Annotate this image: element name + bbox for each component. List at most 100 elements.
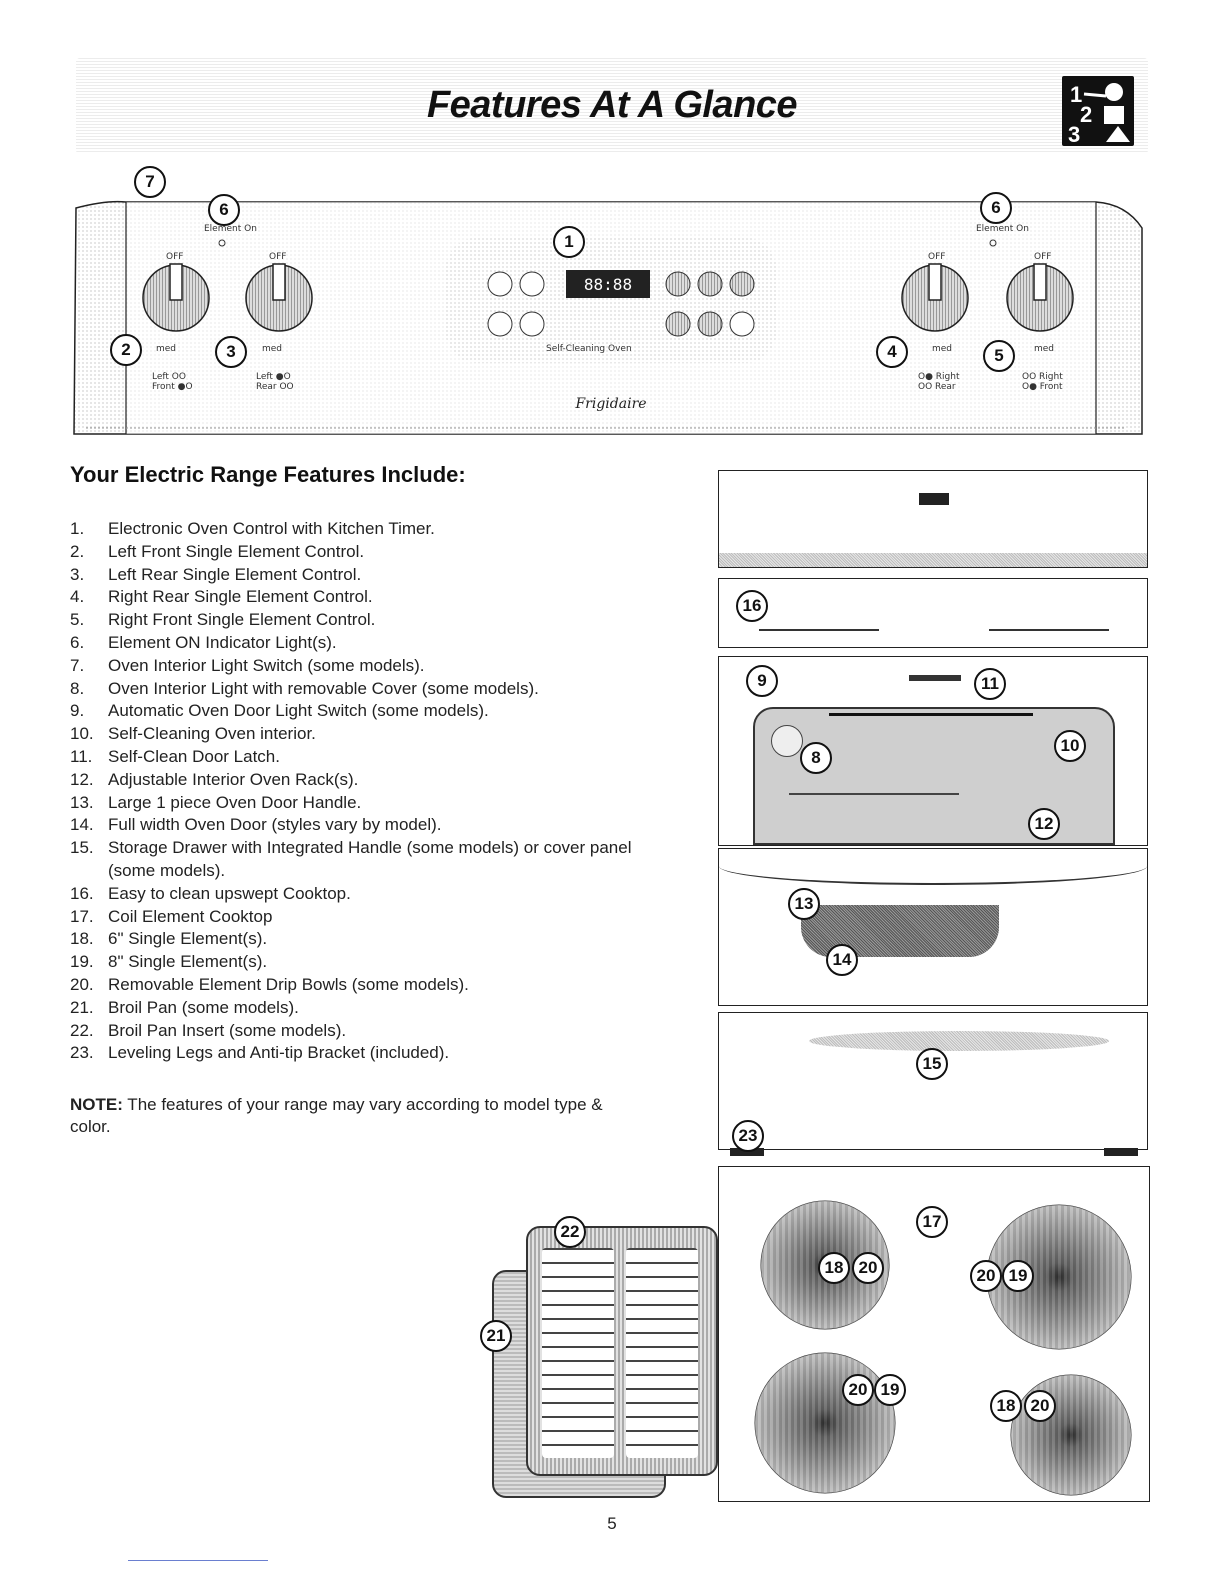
- oven-light-cover: [771, 725, 803, 757]
- step-1-label: 1: [1070, 82, 1082, 107]
- control-panel-illustration: 88:88 Frigidaire Element On Element On O…: [66, 198, 1148, 438]
- feature-number: 17.: [70, 906, 94, 926]
- knob-off-label: OFF: [928, 252, 946, 262]
- feature-text: 6" Single Element(s).: [108, 929, 268, 949]
- feature-number: 11.: [70, 746, 93, 766]
- feature-number: 6.: [70, 632, 85, 652]
- steps-icon: 1 2 3: [1062, 76, 1134, 147]
- feature-text: Full width Oven Door (styles vary by mod…: [108, 815, 442, 835]
- feature-number: 9.: [70, 701, 85, 721]
- callout-4: 4: [876, 336, 908, 368]
- mini-display: [919, 493, 949, 505]
- callout-14: 14: [826, 944, 858, 976]
- callout-20-front-right: 20: [1024, 1390, 1056, 1422]
- oven-door: [718, 848, 1148, 1006]
- callout-15: 15: [916, 1048, 948, 1080]
- callout-19-rear: 19: [1002, 1260, 1034, 1292]
- feature-text: 8" Single Element(s).: [108, 952, 268, 972]
- features-list: 1. Electronic Oven Control with Kitchen T…: [70, 518, 670, 1065]
- callout-7: 7: [134, 166, 166, 198]
- callout-11: 11: [974, 668, 1006, 700]
- feature-text: Automatic Oven Door Light Switch (some m…: [108, 701, 489, 721]
- feature-number: 12.: [70, 769, 94, 789]
- step-3-label: 3: [1068, 122, 1080, 146]
- step-2-label: 2: [1080, 102, 1092, 127]
- feature-number: 18.: [70, 929, 94, 949]
- feature-item: 5.Right Front Single Element Control.: [70, 609, 670, 632]
- cooktop-front: [718, 578, 1148, 648]
- feature-number: 8.: [70, 678, 85, 698]
- feature-text: Broil Pan (some models).: [108, 997, 299, 1017]
- feature-item: 7.Oven Interior Light Switch (some model…: [70, 655, 670, 678]
- feature-text: Element ON Indicator Light(s).: [108, 632, 337, 652]
- right-front-position-label: OO Right O● Front: [1022, 372, 1063, 392]
- callout-2: 2: [110, 334, 142, 366]
- oven-window: [753, 707, 1115, 845]
- callout-3: 3: [215, 336, 247, 368]
- feature-item: 9. Automatic Oven Door Light Switch (some…: [70, 700, 670, 723]
- knob-off-label: OFF: [269, 252, 287, 262]
- note: NOTE: The features of your range may var…: [70, 1094, 640, 1138]
- callout-17: 17: [916, 1206, 948, 1238]
- page-number: 5: [607, 1514, 617, 1533]
- feature-item: 22.Broil Pan Insert (some models).: [70, 1020, 670, 1043]
- feature-number: 23.: [70, 1043, 94, 1063]
- feature-number: 20.: [70, 974, 94, 994]
- feature-item: 11.Self-Clean Door Latch.: [70, 746, 670, 769]
- callout-21: 21: [480, 1320, 512, 1352]
- features-heading: Your Electric Range Features Include:: [70, 462, 466, 487]
- knob-med-label: med: [932, 344, 953, 354]
- feature-item: 17.Coil Element Cooktop: [70, 906, 670, 929]
- feature-item: 10. Self-Cleaning Oven interior.: [70, 723, 670, 746]
- storage-drawer: [718, 1012, 1148, 1150]
- feature-text: Right Front Single Element Control.: [108, 610, 376, 630]
- broil-pan-insert: [526, 1226, 718, 1476]
- callout-18-front: 18: [990, 1390, 1022, 1422]
- feature-text: Electronic Oven Control with Kitchen Tim…: [108, 519, 435, 538]
- feature-item: 8.Oven Interior Light with removable Cov…: [70, 678, 670, 701]
- feature-number: 14.: [70, 815, 94, 835]
- callout-19-front: 19: [874, 1374, 906, 1406]
- self-cleaning-label: Self-Cleaning Oven: [546, 344, 632, 354]
- feature-item: 21. Broil Pan (some models).: [70, 997, 670, 1020]
- feature-text: Left Rear Single Element Control.: [108, 564, 362, 584]
- feature-number: 13.: [70, 792, 94, 812]
- feature-item: 1. Electronic Oven Control with Kitchen T…: [70, 518, 670, 541]
- callout-10: 10: [1054, 730, 1086, 762]
- footer-rule: [128, 1560, 268, 1561]
- callout-1: 1: [553, 226, 585, 258]
- knob-med-label: med: [262, 344, 283, 354]
- feature-number: 21.: [70, 997, 94, 1017]
- feature-item: 23. Leveling Legs and Anti-tip Bracket (i…: [70, 1042, 670, 1065]
- knob-off-label: OFF: [166, 252, 184, 262]
- knob-med-label: med: [156, 344, 177, 354]
- feature-number: 1.: [70, 519, 85, 538]
- left-rear-position-label: Left ●O Rear OO: [256, 372, 294, 392]
- callout-6-right: 6: [980, 192, 1012, 224]
- page-title: Features At A Glance: [426, 84, 798, 126]
- timer-display: 88:88: [584, 275, 632, 294]
- callout-20-front-left: 20: [842, 1374, 874, 1406]
- feature-text: Leveling Legs and Anti-tip Bracket (incl…: [108, 1043, 450, 1063]
- feature-item: 20.Removable Element Drip Bowls (some mo…: [70, 974, 670, 997]
- feature-item: 6. Element ON Indicator Light(s).: [70, 632, 670, 655]
- element-on-label-right: Element On: [976, 224, 1029, 234]
- door-latch: [909, 675, 961, 681]
- feature-number: 10.: [70, 724, 94, 744]
- callout-23: 23: [732, 1120, 764, 1152]
- knob-med-label: med: [1034, 344, 1055, 354]
- feature-number: 22.: [70, 1020, 94, 1040]
- callout-22: 22: [554, 1216, 586, 1248]
- feature-item: 4.Right Rear Single Element Control.: [70, 586, 670, 609]
- feature-number: 19.: [70, 952, 94, 972]
- feature-item: 19. 8" Single Element(s).: [70, 951, 670, 974]
- note-text: The features of your range may vary acco…: [70, 1095, 603, 1136]
- feature-text: Left Front Single Element Control.: [108, 541, 365, 561]
- callout-13: 13: [788, 888, 820, 920]
- feature-text: Storage Drawer with Integrated Handle (s…: [108, 838, 632, 880]
- feature-text: Easy to clean upswept Cooktop.: [108, 883, 351, 903]
- left-front-position-label: Left OO Front ●O: [152, 372, 193, 392]
- drawer-handle: [809, 1031, 1109, 1051]
- feature-text: Self-Cleaning Oven interior.: [108, 724, 316, 744]
- feature-text: Adjustable Interior Oven Rack(s).: [108, 769, 359, 789]
